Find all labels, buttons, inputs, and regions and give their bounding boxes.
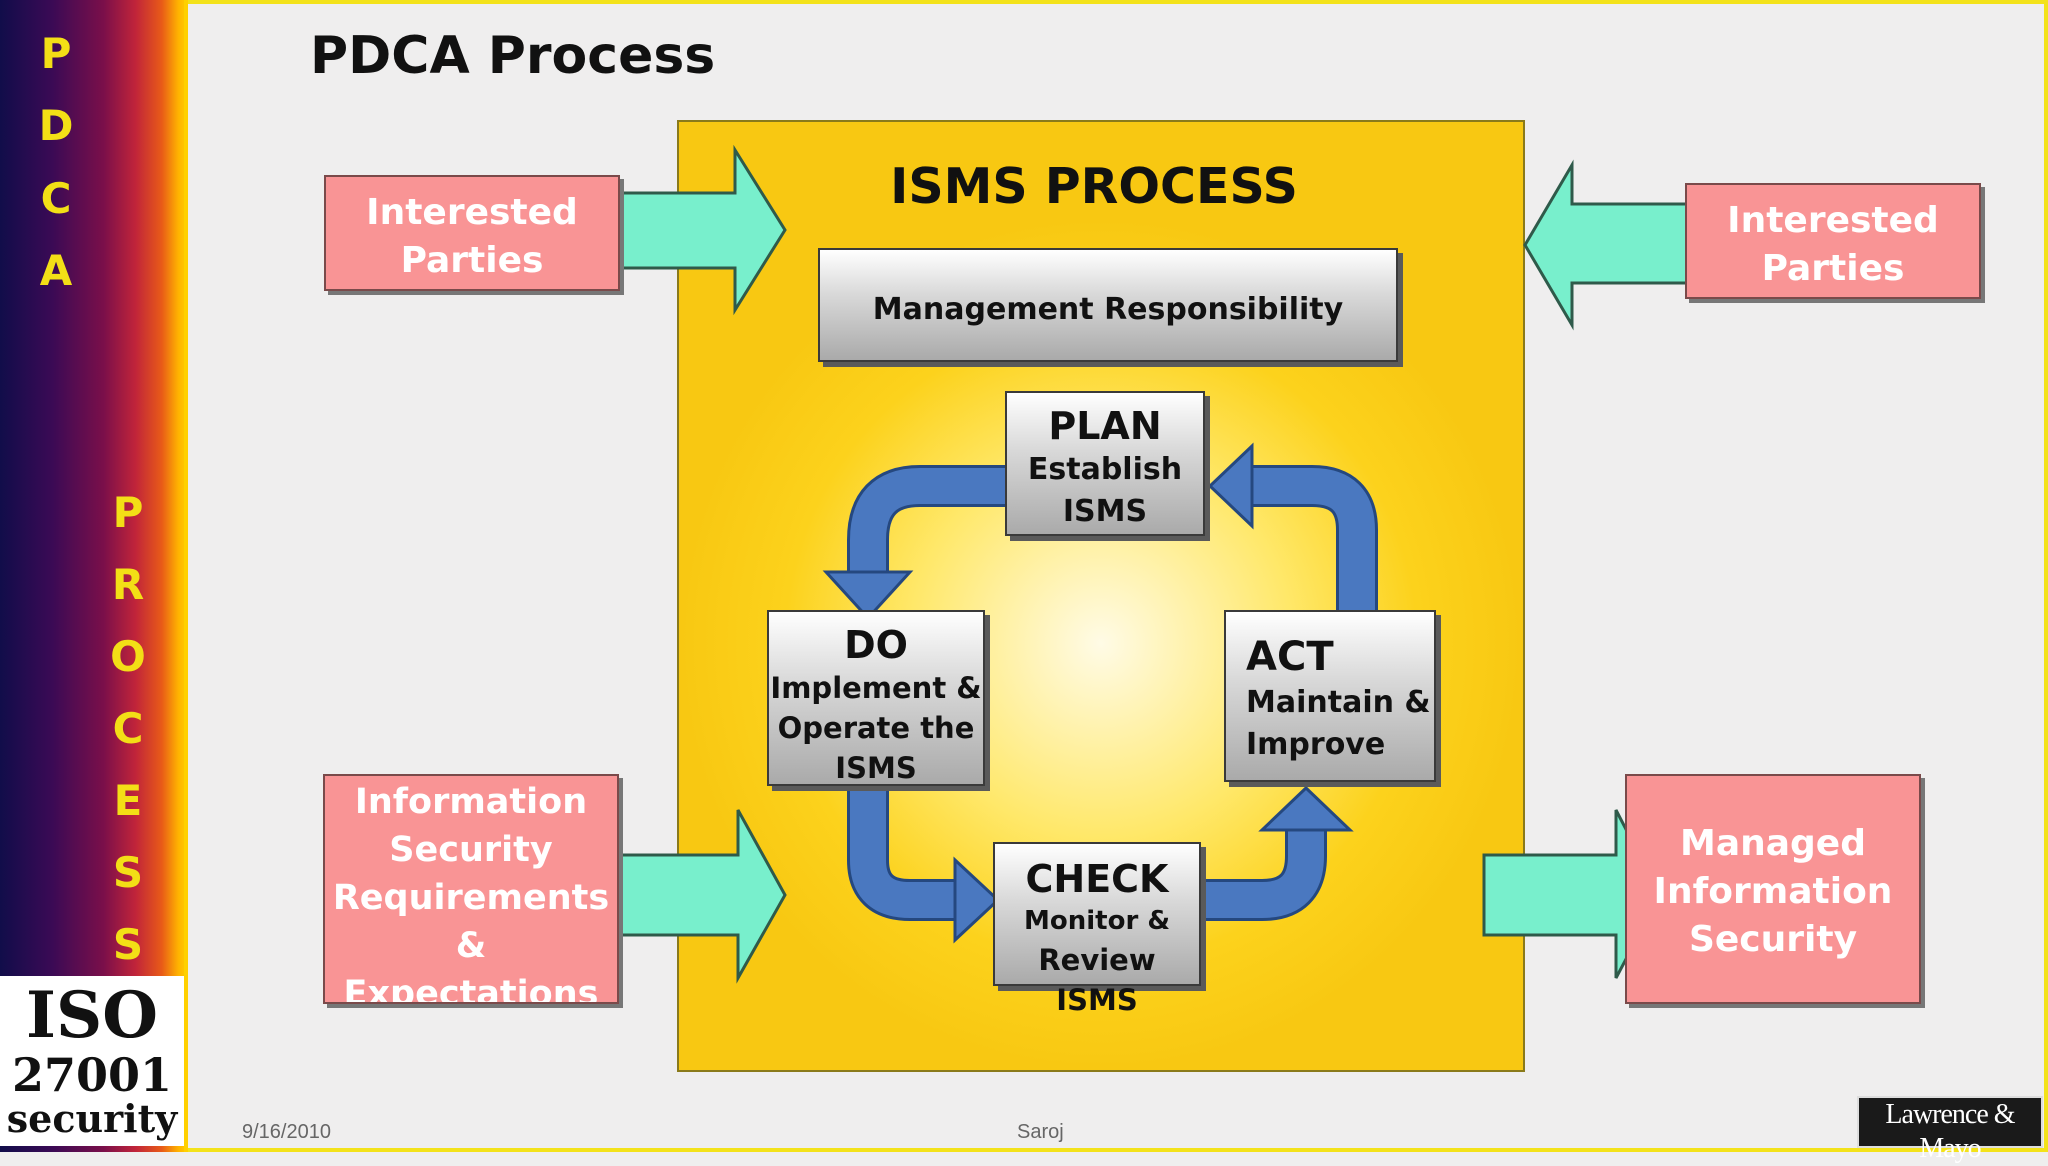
cycle-arrow-act-to-plan [1252, 468, 1375, 610]
requirements-line1: Information [354, 782, 588, 822]
act-box: ACT Maintain & Improve [1224, 610, 1436, 782]
managed-line2: Information [1653, 871, 1893, 912]
act-title: ACT [1246, 634, 1334, 680]
interested-parties-left-box: Interested Parties [324, 175, 620, 291]
act-line2: Improve [1246, 727, 1386, 762]
requirements-line3: Requirements [332, 878, 610, 918]
brand-name: Lawrence & Mayo [1885, 1099, 2015, 1164]
plan-box: PLAN Establish ISMS [1005, 391, 1205, 536]
sidebar-letter-d: D [38, 101, 74, 150]
sidebar-letter-s: S [112, 848, 144, 897]
do-line2: Operate the [777, 711, 975, 745]
sidebar-edge [184, 0, 188, 1152]
sidebar-letter-e: E [113, 776, 143, 825]
sidebar-letter-s2: S [112, 920, 144, 969]
input-arrow-interested-right [1523, 159, 1708, 331]
security-requirements-box: Information Security Requirements & Expe… [323, 774, 619, 1004]
interested-right-line2: Parties [1761, 248, 1905, 289]
check-line2: Review ISMS [1038, 943, 1156, 1017]
footer-date: 9/16/2010 [242, 1121, 331, 1143]
cycle-arrow-check-to-act [1200, 810, 1324, 918]
input-arrow-interested-left [596, 144, 787, 316]
arrowhead-do [822, 570, 914, 621]
sidebar-letter-o: O [110, 632, 146, 681]
sidebar-letter-p2: P [112, 488, 144, 537]
requirements-line5: Expectations [343, 974, 599, 1004]
cycle-arrow-plan-to-do [850, 468, 1010, 578]
arrowhead-plan [1207, 442, 1254, 530]
sidebar-letter-c2: C [112, 704, 144, 753]
do-box: DO Implement & Operate the ISMS [767, 610, 985, 786]
check-line1: Monitor & [1024, 906, 1170, 936]
management-label: Management Responsibility [872, 292, 1344, 327]
interested-parties-right-box: Interested Parties [1685, 183, 1981, 299]
isms-title: ISMS PROCESS [890, 158, 1298, 215]
sidebar-letter-r: R [111, 560, 145, 609]
requirements-line4: & [455, 926, 487, 966]
brand-logo: Lawrence & Mayo [1857, 1096, 2043, 1164]
arrowhead-check [953, 856, 1001, 944]
plan-title: PLAN [1048, 404, 1162, 448]
do-line3: ISMS [835, 751, 917, 785]
managed-line1: Managed [1680, 823, 1866, 864]
sidebar-letter-c: C [40, 174, 72, 223]
page-title: PDCA Process [310, 26, 716, 86]
interested-left-line1: Interested [366, 192, 578, 233]
managed-line3: Security [1688, 919, 1858, 960]
input-arrow-requirements [598, 809, 787, 984]
act-line1: Maintain & [1246, 685, 1431, 720]
do-line1: Implement & [770, 671, 982, 705]
do-title: DO [844, 623, 908, 667]
check-box: CHECK Monitor & Review ISMS [993, 842, 1201, 1017]
arrowhead-act [1258, 785, 1354, 832]
interested-right-line1: Interested [1727, 200, 1939, 241]
cycle-arrow-do-to-check [850, 790, 958, 918]
requirements-line2: Security [389, 830, 553, 870]
plan-line1: Establish [1027, 452, 1183, 487]
footer-author: Saroj [1017, 1121, 1064, 1143]
sidebar-banner [0, 0, 188, 1152]
managed-security-box: Managed Information Security [1625, 774, 1921, 1004]
interested-left-line2: Parties [400, 240, 544, 281]
plan-line2: ISMS [1062, 494, 1148, 529]
check-title: CHECK [1025, 857, 1169, 901]
iso-27001-logo: ISO 27001 security [0, 976, 184, 1146]
sidebar-letter-a: A [39, 246, 73, 295]
management-responsibility-box: Management Responsibility [818, 248, 1398, 362]
sidebar-letter-p: P [40, 29, 72, 78]
